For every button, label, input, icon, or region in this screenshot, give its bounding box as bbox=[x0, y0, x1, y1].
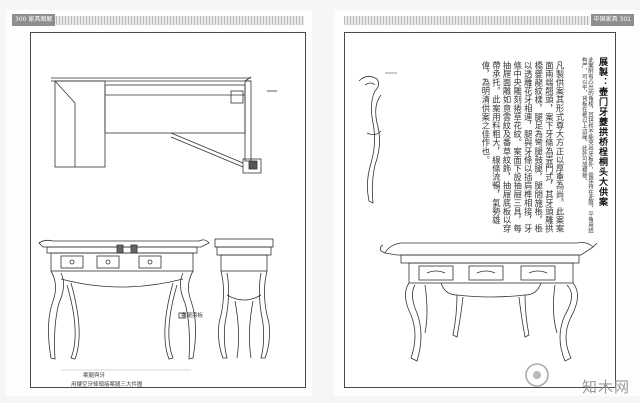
caption-line-1: 案腿與牙 bbox=[83, 373, 106, 379]
watermark-logo-icon bbox=[525, 363, 549, 387]
leg-sketch-drawing bbox=[358, 72, 397, 204]
page-title: 展製：壸门牙夔拱桥桯桐头大供案 bbox=[597, 57, 607, 207]
right-page-number: 301 bbox=[619, 16, 631, 23]
altar-table-drawing bbox=[379, 242, 598, 362]
left-page: 300 家具图解 bbox=[6, 10, 312, 396]
handwritten-description: 凡製供案其形式尊大方正以厚重為尚。此案案面兩端翹頭，案下牙條為壸門式，其牙頭雕拱… bbox=[480, 61, 565, 233]
right-page-header: 中国家具 301 bbox=[590, 14, 634, 26]
right-running-head: 中国家具 bbox=[593, 16, 618, 23]
right-line-drawing bbox=[358, 72, 598, 362]
front-table-drawing bbox=[38, 239, 210, 360]
left-page-header: 300 家具图解 bbox=[12, 14, 56, 26]
watermark-text: 知木网 bbox=[581, 378, 630, 396]
right-header-rule bbox=[344, 16, 590, 25]
left-drawing-panel: 案腿旁板 案腿與牙 用鏤空牙條頭接案腿三大件圖 bbox=[30, 32, 306, 388]
printed-description: 此案附有凸出的角棱，其拱桥不能突出牙板外，需保持在此限，平角用结构严，可以平，背… bbox=[580, 57, 593, 233]
right-page: 中国家具 301 bbox=[334, 10, 640, 396]
joint-detail-drawing bbox=[51, 76, 277, 174]
side-table-drawing bbox=[214, 238, 274, 359]
left-header-rule bbox=[38, 16, 304, 25]
left-running-head: 家具图解 bbox=[28, 16, 53, 23]
left-page-number: 300 bbox=[15, 16, 27, 23]
side-board-note: 案腿旁板 bbox=[181, 313, 204, 319]
right-drawing-panel: 展製：壸门牙夔拱桥桯桐头大供案 此案附有凸出的角棱，其拱桥不能突出牙板外，需保持… bbox=[344, 32, 616, 388]
caption-line-2: 用鏤空牙條頭接案腿三大件圖 bbox=[71, 382, 143, 388]
left-line-drawing bbox=[38, 76, 277, 371]
